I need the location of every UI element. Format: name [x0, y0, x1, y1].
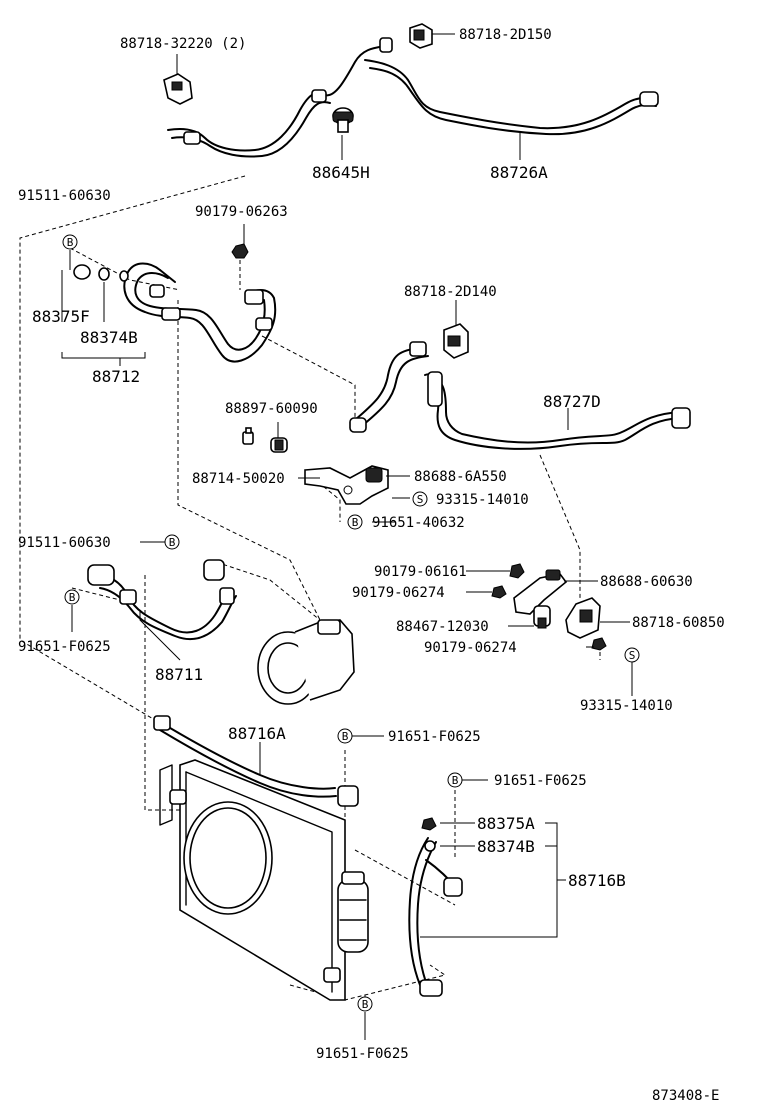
pipe-fitting [349, 417, 367, 433]
clip-88718-2d150 [409, 23, 433, 49]
pipe-joint [427, 371, 443, 407]
pressure-switch-88645h [332, 107, 354, 133]
pipe-end-fitting [639, 91, 659, 107]
pipe-joint [311, 89, 327, 103]
marker-s-93315-14010-a: S [412, 491, 428, 507]
label-88688-6a550: 88688-6A550 [414, 469, 507, 485]
label-91651-f0625-b: 91651-F0625 [388, 729, 481, 745]
label-91511-60630-b: 91511-60630 [18, 535, 111, 551]
label-91651-f0625-a: 91651-F0625 [18, 639, 111, 655]
label-88716b: 88716B [568, 871, 626, 890]
pipe-fitting [244, 289, 264, 305]
pipe-88716b [408, 837, 463, 997]
oring-88374b-lower [424, 840, 436, 852]
bolt-90179-06161 [509, 563, 525, 579]
label-91651-40632: 91651-40632 [372, 515, 465, 531]
marker-b-91651-f0625-c: B [447, 772, 463, 788]
pipe-fitting [419, 979, 443, 997]
pipe-end-fitting [379, 37, 393, 53]
oring-88897-60090 [270, 437, 288, 453]
label-88712: 88712 [92, 367, 140, 386]
label-90179-06263: 90179-06263 [195, 204, 288, 220]
label-88711: 88711 [155, 665, 203, 684]
label-93315-14010-b: 93315-14010 [580, 698, 673, 714]
label-88726a: 88726A [490, 163, 548, 182]
svg-text:B: B [362, 998, 369, 1011]
svg-text:B: B [342, 730, 349, 743]
label-88718-32220: 88718-32220 (2) [120, 36, 246, 52]
pipe-fitting [149, 284, 165, 298]
pipe-fitting [161, 307, 181, 321]
label-88897-60090: 88897-60090 [225, 401, 318, 417]
diagram-code: 873408-E [652, 1088, 719, 1104]
label-88714-50020: 88714-50020 [192, 471, 285, 487]
label-90179-06274-b: 90179-06274 [424, 640, 517, 656]
clip-88718-32220 [163, 73, 193, 105]
hose-fitting [119, 589, 137, 605]
compressor [257, 619, 355, 705]
receiver-dryer [337, 871, 369, 953]
oring-88375f [73, 264, 91, 280]
hose-fitting [87, 564, 115, 586]
label-88467-12030: 88467-12030 [396, 619, 489, 635]
label-91511-60630-a: 91511-60630 [18, 188, 111, 204]
label-88374b: 88374B [80, 328, 138, 347]
marker-b-91651-f0625-a: B [64, 589, 80, 605]
label-93315-14010-a: 93315-14010 [436, 492, 529, 508]
label-88718-2d150: 88718-2D150 [459, 27, 552, 43]
marker-b-91651-40632: B [347, 514, 363, 530]
pipe-fitting [337, 785, 359, 807]
svg-text:B: B [67, 236, 74, 249]
marker-b-91651-f0625-d: B [357, 996, 373, 1012]
svg-text:S: S [417, 493, 424, 506]
label-90179-06274-a: 90179-06274 [352, 585, 445, 601]
svg-text:B: B [169, 536, 176, 549]
label-88716a: 88716A [228, 724, 286, 743]
label-88375a: 88375A [477, 814, 535, 833]
label-88375f: 88375F [32, 307, 90, 326]
label-88688-60630: 88688-60630 [600, 574, 693, 590]
oring-88375a [421, 817, 437, 831]
bracket-88688-6a550 [304, 465, 389, 505]
bolt-90179-06263 [231, 243, 249, 259]
svg-text:B: B [69, 591, 76, 604]
pipe-88726a-assembly [167, 37, 659, 158]
hose-88711 [87, 559, 237, 641]
hose-fitting [203, 559, 225, 581]
oring-88374b [98, 267, 129, 282]
label-91651-f0625-c: 91651-F0625 [494, 773, 587, 789]
bracket-88688-60630 [513, 569, 568, 615]
pipe-end-fitting [183, 131, 201, 145]
pipe-fitting [409, 341, 427, 357]
switch-88467-12030 [533, 605, 551, 629]
svg-text:B: B [352, 516, 359, 529]
clip-88718-60850 [565, 597, 601, 639]
marker-b-91651-f0625-b: B [337, 728, 353, 744]
label-88374b-lower: 88374B [477, 837, 535, 856]
marker-b-91511-60630-b: B [164, 534, 180, 550]
bolt-90179-06274-a [491, 585, 507, 599]
label-88718-60850: 88718-60850 [632, 615, 725, 631]
bolt-90179-06274-b [591, 637, 607, 651]
pipe-end-fitting [671, 407, 691, 429]
marker-s-93315-14010-b: S [624, 647, 640, 663]
pipe-88727d-assembly [349, 341, 691, 450]
pipe-fitting [443, 877, 463, 897]
hose-fitting [219, 587, 235, 605]
pipe-88712-assembly [123, 262, 277, 363]
label-91651-f0625-d: 91651-F0625 [316, 1046, 409, 1062]
condenser [159, 759, 346, 1001]
label-90179-06161: 90179-06161 [374, 564, 467, 580]
marker-b-91511-60630-a: B [62, 234, 78, 250]
pipe-fitting [255, 317, 273, 331]
label-88727d: 88727D [543, 392, 601, 411]
fitting-88714-50020 [242, 427, 254, 445]
label-88645h: 88645H [312, 163, 370, 182]
label-88718-2d140: 88718-2D140 [404, 284, 497, 300]
svg-text:S: S [629, 649, 636, 662]
clip-88718-2d140 [443, 323, 469, 359]
svg-text:B: B [452, 774, 459, 787]
pipe-fitting [153, 715, 171, 731]
